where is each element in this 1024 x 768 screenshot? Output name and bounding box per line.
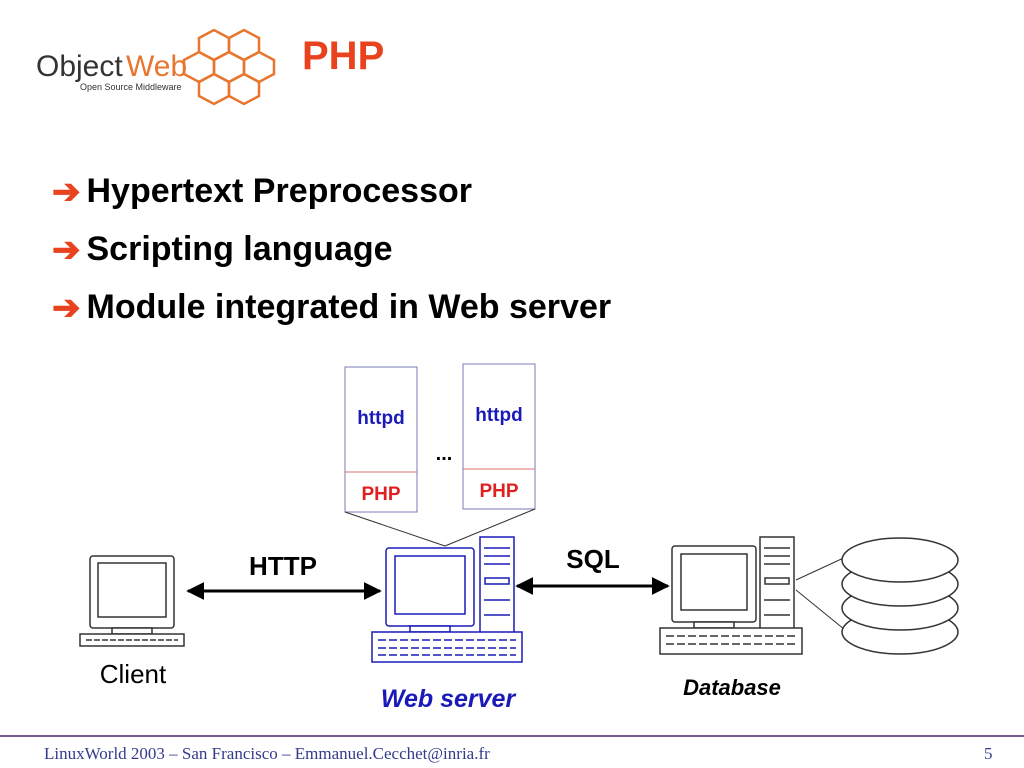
web-server-label: Web server — [381, 685, 517, 713]
database-label: Database — [683, 675, 781, 700]
slide-title: PHP — [302, 34, 385, 78]
bullet-item: ➔ Module integrated in Web server — [52, 288, 611, 327]
connector-line — [795, 554, 851, 581]
process-box-2: httpd PHP — [462, 363, 536, 510]
http-label: HTTP — [249, 551, 317, 581]
bullet-text: Hypertext Preprocessor — [86, 172, 473, 210]
footer-divider — [0, 735, 1024, 737]
hexagon-cluster-icon — [182, 28, 276, 106]
database-disk-stack-icon — [841, 537, 959, 655]
web-server-computer-icon — [371, 536, 523, 663]
sql-label: SQL — [566, 544, 620, 574]
logo-web-text: Web — [126, 50, 187, 83]
bullet-item: ➔ Scripting language — [52, 230, 393, 269]
client-computer-icon — [79, 555, 185, 647]
database-server-computer-icon — [659, 536, 803, 655]
footer-text: LinuxWorld 2003 – San Francisco – Emmanu… — [44, 744, 490, 763]
logo-tagline: Open Source Middleware — [80, 82, 182, 92]
arrow-right-icon: ➔ — [52, 172, 81, 211]
bullet-text: Scripting language — [86, 230, 393, 268]
callout-line — [444, 508, 536, 547]
ellipsis-label: ... — [436, 443, 453, 465]
architecture-diagram: httpd PHP httpd PHP ... Client HTTP — [79, 363, 959, 713]
php-label: PHP — [479, 481, 518, 502]
bullet-item: ➔ Hypertext Preprocessor — [52, 172, 472, 211]
page-number: 5 — [984, 744, 993, 763]
logo-object-text: Object — [36, 50, 123, 83]
arrow-right-icon: ➔ — [52, 288, 81, 327]
arrow-right-icon: ➔ — [52, 230, 81, 269]
client-label: Client — [100, 659, 167, 689]
bullet-text: Module integrated in Web server — [86, 288, 612, 326]
php-label: PHP — [361, 484, 400, 505]
httpd-label: httpd — [475, 405, 522, 426]
callout-line — [344, 511, 446, 547]
httpd-label: httpd — [357, 408, 404, 429]
process-box-1: httpd PHP — [344, 366, 418, 513]
objectweb-logo: Object Web Open Source Middleware — [36, 28, 276, 106]
connector-line — [795, 589, 851, 635]
